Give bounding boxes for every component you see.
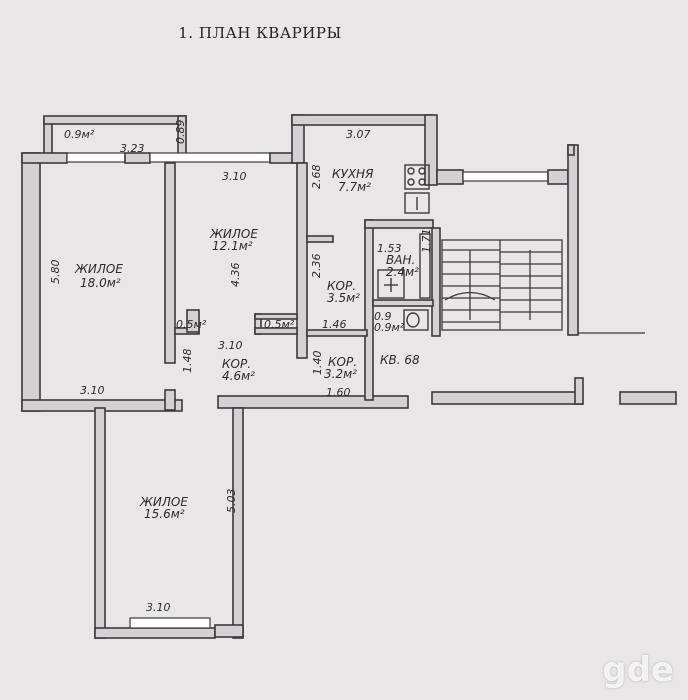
corridor-main-side: 1.48	[181, 349, 194, 374]
living-center-bottom: 3.10	[218, 339, 243, 352]
corridor-small-width: 1.46	[322, 318, 347, 331]
balcony-depth: 0.89	[174, 120, 187, 145]
bath-name: ВАН.	[386, 253, 415, 267]
bottom-room-walls	[94, 407, 244, 639]
wc-area: 0.9м²	[374, 321, 405, 334]
living-left-length: 5.80	[49, 260, 62, 285]
interior-walls	[164, 162, 441, 411]
living-left-area: 18.0м²	[80, 276, 121, 290]
corridor-small-length: 2.36	[310, 254, 323, 279]
kitchen-area: 7.7м²	[338, 180, 371, 194]
balcony-area: 0.9м²	[64, 128, 95, 141]
living-bottom-length: 5.03	[225, 489, 238, 514]
bath-length: 1.71	[420, 229, 433, 254]
closet-left-area: 0.5м²	[176, 318, 207, 331]
apartment-number: КВ. 68	[380, 353, 420, 367]
wc-label: 0.9	[374, 310, 392, 323]
living-center-name: ЖИЛОЕ	[209, 227, 258, 241]
corridor-entry-side: 1.40	[311, 351, 324, 376]
corridor-entry-name: КОР.	[328, 355, 357, 369]
corridor-small-area: 3.5м²	[327, 291, 360, 305]
closet-right-area: 0.5м²	[264, 318, 295, 331]
bath-area: 2.4м²	[386, 265, 419, 279]
kitchen-length: 2.68	[310, 165, 323, 190]
living-center-length: 4.36	[229, 263, 242, 288]
living-bottom-area: 15.6м²	[144, 507, 185, 521]
bath-width: 1.53	[377, 242, 402, 255]
living-center-width: 3.10	[222, 170, 247, 183]
corridor-small-name: КОР.	[327, 279, 356, 293]
kitchen-name: КУХНЯ	[332, 167, 374, 181]
living-center-area: 12.1м²	[212, 239, 253, 253]
kitchen-width: 3.07	[346, 128, 371, 141]
corridor-entry-area: 3.2м²	[324, 367, 357, 381]
living-bottom-name: ЖИЛОЕ	[139, 495, 188, 509]
living-bottom-width: 3.10	[146, 601, 171, 614]
corridor-main-area: 4.6м²	[222, 369, 255, 383]
kitchen-fixtures	[404, 164, 430, 214]
corridor-main-name: КОР.	[222, 357, 251, 371]
living-left-width: 3.10	[80, 384, 105, 397]
balcony-width: 3.23	[120, 142, 145, 155]
bath-fixtures	[377, 233, 431, 331]
living-left-name: ЖИЛОЕ	[74, 262, 123, 276]
corridor-entry-width: 1.60	[326, 386, 351, 399]
outer-walls	[21, 114, 677, 412]
watermark-logo: gde	[602, 650, 674, 690]
page-title: 1. ПЛАН КВАРИРЫ	[178, 24, 342, 42]
staircase	[441, 239, 645, 334]
balcony	[43, 115, 187, 157]
